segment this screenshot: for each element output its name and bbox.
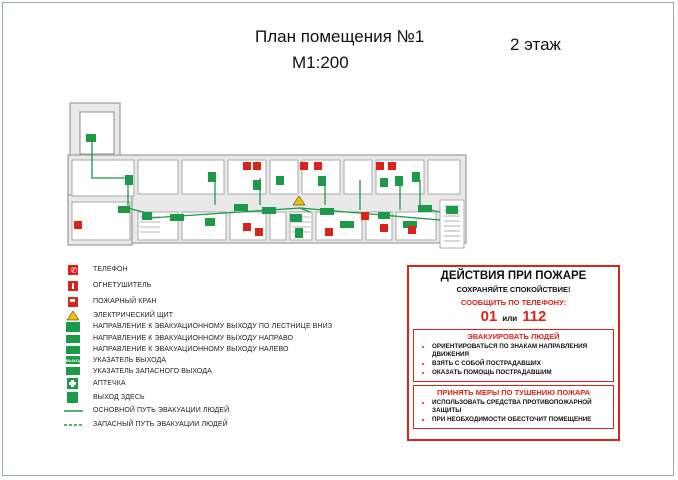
emergency-exit-sign-icon xyxy=(66,367,80,375)
legend-exit-badge: ВЫХОД xyxy=(66,357,82,363)
emergency-number-2: 112 xyxy=(522,308,547,325)
extinguish-box: ПРИНЯТЬ МЕРЫ ПО ТУШЕНИЮ ПОЖАРА ИСПОЛЬЗОВ… xyxy=(413,385,614,429)
legend-label-phone: ТЕЛЕФОН xyxy=(93,266,128,273)
stairs-down-arrow-icon xyxy=(66,322,80,332)
fire-actions-panel: ДЕЙСТВИЯ ПРИ ПОЖАРЕ СОХРАНЯЙТЕ СПОКОЙСТВ… xyxy=(407,265,620,441)
extinguish-item: ИСПОЛЬЗОВАТЬ СРЕДСТВА ПРОТИВОПОЖАРНОЙ ЗА… xyxy=(432,399,609,415)
legend-label-extinguisher: ОГНЕТУШИТЕЛЬ xyxy=(93,282,152,289)
evacuate-item: ОРИЕНТИРОВАТЬСЯ ПО ЗНАКАМ НАПРАВЛЕНИЯ ДВ… xyxy=(432,343,609,359)
arrow-left-icon xyxy=(66,346,80,354)
legend-label-emergency-exit: УКАЗАТЕЛЬ ЗАПАСНОГО ВЫХОДА xyxy=(93,368,212,375)
legend-label-backup-route: ЗАПАСНЫЙ ПУТЬ ЭВАКУАЦИИ ЛЮДЕЙ xyxy=(93,421,228,428)
phone-icon xyxy=(68,265,78,275)
electrical-panel-icon-legend xyxy=(66,310,80,321)
fire-equipment xyxy=(74,162,416,236)
legend-label-first-aid: АПТЕЧКА xyxy=(93,380,126,387)
evacuate-item: ВЗЯТЬ С СОБОЙ ПОСТРАДАВШИХ xyxy=(432,360,609,368)
evacuate-title: ЭВАКУИРОВАТЬ ЛЮДЕЙ xyxy=(467,332,560,341)
legend-label-stairs: НАПРАВЛЕНИЕ К ЭВАКУАЦИОННОМУ ВЫХОДУ ПО Л… xyxy=(93,323,333,330)
legend-label-main-route: ОСНОВНОЙ ПУТЬ ЭВАКУАЦИИ ЛЮДЕЙ xyxy=(93,407,230,414)
room-8 xyxy=(343,159,373,195)
room-3 xyxy=(137,159,179,195)
evacuate-box: ЭВАКУИРОВАТЬ ЛЮДЕЙ ОРИЕНТИРОВАТЬСЯ ПО ЗН… xyxy=(413,329,614,382)
fire-calm-text: СОХРАНЯЙТЕ СПОКОЙСТВИЕ! xyxy=(456,285,571,294)
emergency-or: или xyxy=(502,314,518,323)
floor-label: 2 этаж xyxy=(510,35,561,54)
svg-text:✆: ✆ xyxy=(71,266,78,275)
room-11 xyxy=(181,211,227,241)
electrical-panel-icon xyxy=(292,195,306,206)
exit-sign-icon xyxy=(66,356,80,364)
fire-call-text: СООБЩИТЬ ПО ТЕЛЕФОНУ: xyxy=(460,298,567,307)
extinguish-title: ПРИНЯТЬ МЕРЫ ПО ТУШЕНИЮ ПОЖАРА xyxy=(436,388,591,397)
legend-label-left: НАПРАВЛЕНИЕ К ЭВАКУАЦИОННОМУ ВЫХОДУ НАЛЕ… xyxy=(93,346,289,353)
legend-label-exit-here: ВЫХОД ЗДЕСЬ xyxy=(93,394,145,401)
legend-icons: ✆ xyxy=(64,265,83,426)
left-tower-room xyxy=(79,111,115,155)
page-frame xyxy=(2,2,674,476)
emergency-numbers: 01 или 112 xyxy=(409,308,618,326)
exit-here-icon xyxy=(67,392,78,403)
legend-label-hydrant: ПОЖАРНЫЙ КРАН xyxy=(93,298,157,305)
evacuation-signs xyxy=(86,134,458,238)
legend-label-panel: ЭЛЕКТРИЧЕСКИЙ ЩИТ xyxy=(93,312,174,319)
evacuate-item: ОКАЗАТЬ ПОМОЩЬ ПОСТРАДАВШИМ xyxy=(432,369,609,377)
extinguish-item: ПРИ НЕОБХОДИМОСТИ ОБЕСТОЧИТ ПОМЕЩЕНИЕ xyxy=(432,416,609,424)
legend-label-exit: УКАЗАТЕЛЬ ВЫХОДА xyxy=(93,357,167,364)
arrow-right-icon xyxy=(66,335,80,343)
room-10 xyxy=(427,159,461,195)
room-13 xyxy=(269,211,287,241)
emergency-number-1: 01 xyxy=(480,308,498,325)
plan-scale: М1:200 xyxy=(292,53,349,72)
room-14 xyxy=(315,211,363,241)
plan-title: План помещения №1 xyxy=(255,27,425,46)
fire-actions-title: ДЕЙСТВИЯ ПРИ ПОЖАРЕ xyxy=(440,270,587,282)
room-4 xyxy=(181,159,225,195)
legend-label-right: НАПРАВЛЕНИЕ К ЭВАКУАЦИОННОМУ ВЫХОДУ НАПР… xyxy=(93,335,294,342)
